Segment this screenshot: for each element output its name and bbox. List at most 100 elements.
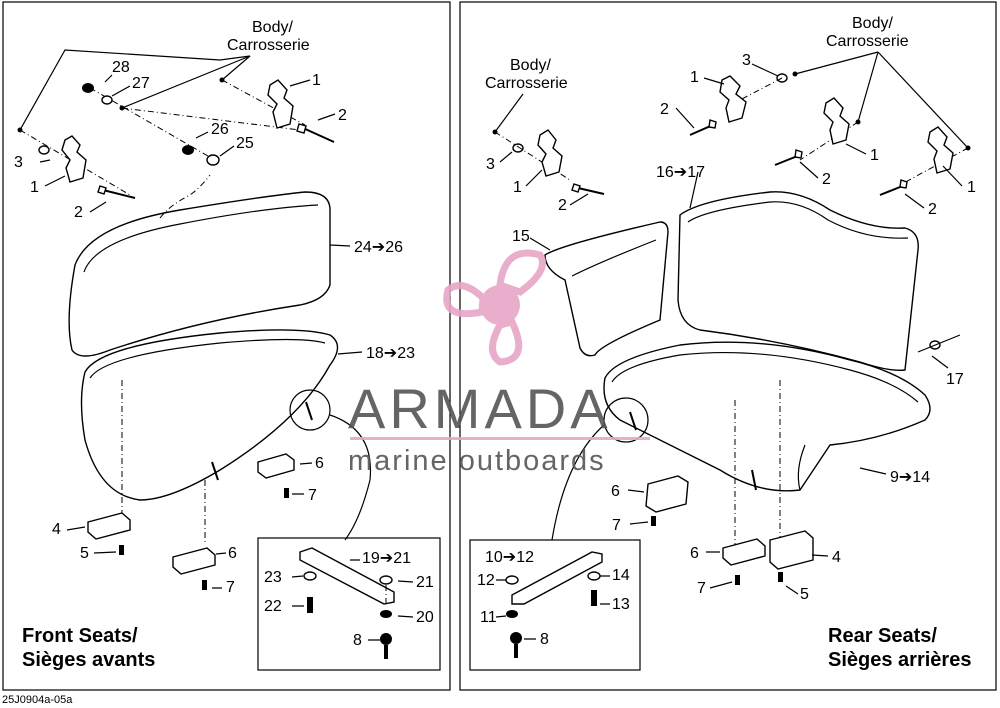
rear-callout-1a: 1 xyxy=(513,179,522,196)
rear-callout-11: 11 xyxy=(480,609,497,626)
armada-propeller-logo xyxy=(443,249,546,366)
front-bracket-1a xyxy=(61,135,87,183)
rear-seats-group: Body/ Carrosserie Body/ Carrosserie xyxy=(469,15,976,671)
front-screw-22 xyxy=(307,597,313,613)
rear-callout-8: 8 xyxy=(540,631,549,648)
figure-code: 25J0904a-05a xyxy=(2,694,73,706)
rear-callout-14: 14 xyxy=(612,567,630,584)
rear-callout-7a: 7 xyxy=(612,517,621,534)
front-callout-6a: 6 xyxy=(315,455,324,472)
front-body-label-fr: Carrosserie xyxy=(227,37,310,54)
rear-bracket-1d xyxy=(927,126,954,174)
rear-hw-dot-2 xyxy=(792,71,798,77)
rear-callout-2a: 2 xyxy=(558,197,567,214)
rear-callout-2d: 2 xyxy=(928,201,937,218)
front-callout-6b: 6 xyxy=(228,545,237,562)
rear-detail-callouts: 10➔12 12 14 13 11 8 xyxy=(477,549,630,648)
rear-screw-8-head xyxy=(510,632,522,644)
front-washer-25 xyxy=(206,154,220,166)
front-body-label-en: Body/ xyxy=(252,19,293,36)
front-washer-27 xyxy=(101,95,113,105)
rear-washer-14 xyxy=(587,571,601,581)
rear-bracket-1b xyxy=(719,75,747,123)
rear-screw-7a xyxy=(651,516,656,526)
rear-bracket-1c xyxy=(823,97,850,145)
front-backrest xyxy=(68,191,331,357)
front-callout-19-21: 19➔21 xyxy=(362,550,411,567)
front-callout-27: 27 xyxy=(132,75,150,92)
rear-callout-13: 13 xyxy=(612,596,630,613)
rear-main-backrest xyxy=(677,191,919,372)
rear-washer-3a xyxy=(512,143,524,153)
rear-callout-15: 15 xyxy=(512,228,530,245)
front-block-4 xyxy=(87,512,131,540)
front-support-bar xyxy=(299,547,395,605)
rear-support-bar xyxy=(511,551,603,605)
front-callout-5: 5 xyxy=(80,545,89,562)
front-block-6b xyxy=(172,547,216,575)
rear-callout-4: 4 xyxy=(832,549,841,566)
rear-cap-12 xyxy=(505,575,519,585)
rear-callout-1c: 1 xyxy=(870,147,879,164)
front-callout-7b: 7 xyxy=(226,579,235,596)
armada-watermark: ARMADA marine outboards xyxy=(348,249,650,477)
rear-callout-16-17: 16➔17 xyxy=(656,164,705,181)
front-hw-dot-2 xyxy=(119,105,125,111)
front-hw-dot-3 xyxy=(219,77,225,83)
rear-callout-17: 17 xyxy=(946,371,964,388)
rear-screw-2a xyxy=(577,187,605,195)
front-callout-28: 28 xyxy=(112,59,130,76)
rear-callout-2c: 2 xyxy=(822,171,831,188)
front-callout-26: 26 xyxy=(211,121,229,138)
rear-body1-label-fr: Carrosserie xyxy=(485,75,568,92)
front-callout-22: 22 xyxy=(264,598,282,615)
front-seat-cushion xyxy=(80,329,339,501)
front-panel-frame xyxy=(2,1,451,691)
front-callout-1a: 1 xyxy=(30,179,39,196)
rear-callout-10-12: 10➔12 xyxy=(485,549,534,566)
front-detail-callouts: 19➔21 23 21 22 20 8 xyxy=(264,550,434,649)
front-hw-dot-1 xyxy=(17,127,23,133)
watermark-brand: ARMADA xyxy=(348,377,612,440)
front-callout-23: 23 xyxy=(264,569,282,586)
rear-title-fr: Sièges arrières xyxy=(828,649,971,671)
rear-callout-1b: 1 xyxy=(690,69,699,86)
rear-callouts: 3 1 2 1 2 1 2 3 1 2 16➔17 15 17 9➔14 6 7… xyxy=(486,52,976,603)
front-callout-25: 25 xyxy=(236,135,254,152)
rear-callout-12: 12 xyxy=(477,572,495,589)
front-seats-group: Body/ Carrosserie xyxy=(14,19,441,671)
rear-body2-label-en: Body/ xyxy=(852,15,893,32)
rear-body1-label-en: Body/ xyxy=(510,57,551,74)
rear-block-6a xyxy=(645,475,689,513)
front-callout-18-23: 18➔23 xyxy=(366,345,415,362)
front-callout-2a: 2 xyxy=(74,204,83,221)
front-screw-7b xyxy=(202,580,207,590)
rear-block-4 xyxy=(769,530,814,570)
front-screw-7a xyxy=(284,488,289,498)
rear-screw-7b xyxy=(735,575,740,585)
rear-callout-5: 5 xyxy=(800,586,809,603)
rear-block-6b xyxy=(722,538,766,566)
rear-callout-6a: 6 xyxy=(611,483,620,500)
front-title-fr: Sièges avants xyxy=(22,649,155,671)
front-washer-23 xyxy=(303,571,317,581)
rear-nut-11 xyxy=(506,610,518,618)
rear-seat-cushion xyxy=(603,341,931,492)
front-nut-26 xyxy=(182,145,194,155)
rear-callout-6b: 6 xyxy=(690,545,699,562)
front-callout-3: 3 xyxy=(14,154,23,171)
rear-title-en: Rear Seats/ xyxy=(828,625,937,647)
front-block-6a xyxy=(257,453,295,479)
rear-callout-9-14: 9➔14 xyxy=(890,469,930,486)
front-callout-7a: 7 xyxy=(308,487,317,504)
rear-callout-2b: 2 xyxy=(660,101,669,118)
front-bracket-1b xyxy=(267,79,294,129)
rear-detail-magnifier xyxy=(603,397,649,443)
front-callouts: 28 27 1 2 26 25 3 1 2 24➔26 18➔23 6 7 4 … xyxy=(14,59,415,596)
front-callout-1b: 1 xyxy=(312,72,321,89)
front-screw-8-head xyxy=(380,633,392,645)
rear-callout-3b: 3 xyxy=(742,52,751,69)
front-screw-2b xyxy=(302,127,335,143)
rear-side-backrest xyxy=(544,221,669,357)
